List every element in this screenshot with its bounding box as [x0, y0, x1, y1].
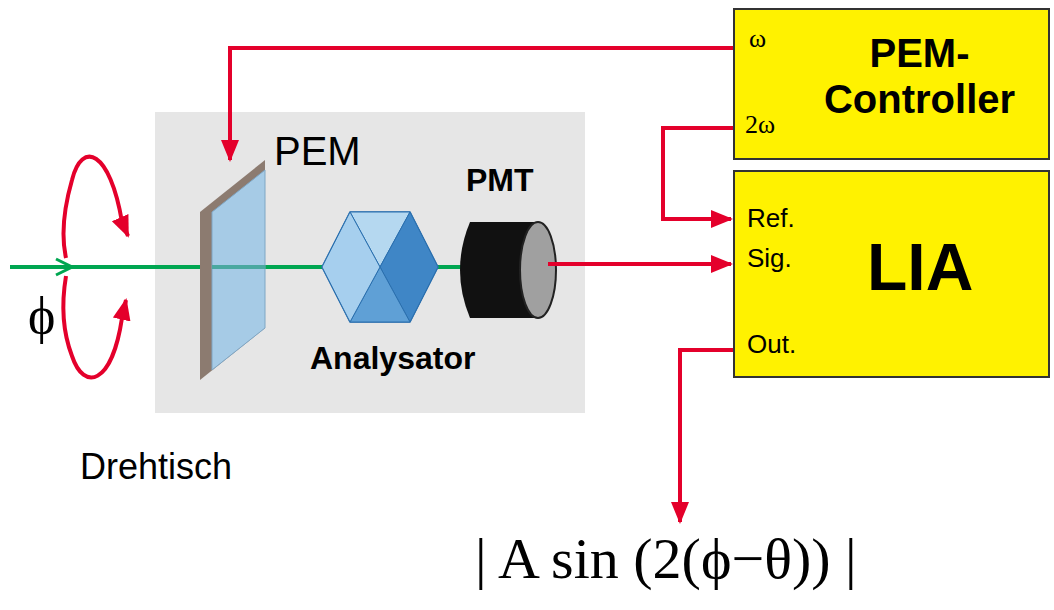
- part-label: PEM: [274, 128, 361, 174]
- pem-plate: [200, 160, 265, 380]
- port-label: Ref.: [747, 204, 795, 234]
- port-label: ω: [749, 24, 766, 54]
- box-title: LIA: [867, 230, 973, 306]
- controller-box: ω PEM- Controller 2ω: [733, 8, 1050, 160]
- port-label: 2ω: [745, 110, 775, 140]
- reference-wire: [663, 128, 733, 219]
- angle-symbol: ϕ: [28, 286, 55, 346]
- rotation-arrow: [64, 157, 122, 258]
- part-label: Analysator: [310, 340, 475, 377]
- port-label: Sig.: [747, 244, 792, 274]
- lockin-box: Ref. Sig. LIA Out.: [733, 170, 1050, 378]
- rotation-arrow: [122, 300, 126, 318]
- part-label: Drehtisch: [80, 446, 232, 487]
- photomultiplier: [460, 222, 556, 318]
- light-beam: [10, 265, 72, 269]
- analyser-prism: [322, 212, 438, 322]
- rotation-arrow: [64, 276, 122, 377]
- port-label: Out.: [747, 330, 796, 360]
- output-formula: | A sin (2(ϕ−θ)) |: [475, 526, 857, 593]
- rotation-arrow: [122, 222, 128, 236]
- rotation-stage-panel: [155, 112, 585, 413]
- signal-wire: [548, 262, 731, 266]
- part-label: PMT: [466, 162, 534, 199]
- box-title: PEM- Controller: [797, 30, 1042, 122]
- output-wire: [680, 350, 733, 522]
